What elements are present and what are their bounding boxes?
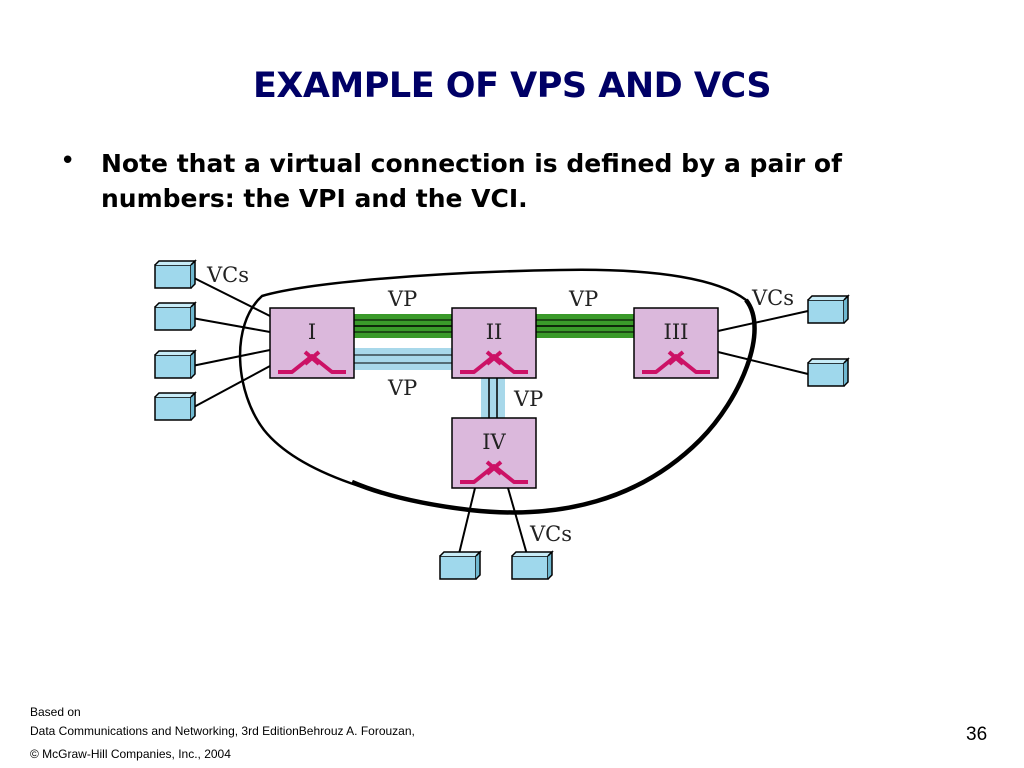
vcs-label: VCs <box>751 286 794 310</box>
vc-lines-bottom <box>457 487 529 559</box>
switch-label: IV <box>482 430 506 454</box>
switch-iii: III <box>633 307 719 379</box>
bullet-marker: • <box>60 146 76 176</box>
endpoint <box>154 259 197 289</box>
endpoint-group <box>154 259 850 580</box>
vp-path-i-ii <box>354 314 452 338</box>
endpoint <box>154 391 197 421</box>
switch-label: III <box>664 320 689 344</box>
footer-line-2: Data Communications and Networking, 3rd … <box>30 724 415 738</box>
bullet-text: Note that a virtual connection is define… <box>101 149 842 213</box>
vcs-label: VCs <box>206 263 249 287</box>
endpoint <box>807 294 850 324</box>
vp-path-ii-iv <box>481 378 505 418</box>
vp-label: VP <box>513 387 543 411</box>
switch-label: I <box>308 320 316 344</box>
switch-ii: II <box>451 307 537 379</box>
slide-title: EXAMPLE OF VPS AND VCS <box>252 66 772 106</box>
vc-lines-right <box>717 310 809 375</box>
switch-i: I <box>269 307 355 379</box>
switch-symbol-icon <box>278 350 346 374</box>
vp-path-ii-iii <box>536 314 634 338</box>
vp-label: VP <box>387 287 417 311</box>
vp-label: VP <box>387 376 417 400</box>
vc-lines-left <box>191 276 271 409</box>
switch-label: II <box>486 320 503 344</box>
endpoint <box>154 301 197 331</box>
vcs-label: VCs <box>529 522 572 546</box>
endpoint <box>439 550 482 580</box>
footer-line-1: Based on <box>30 705 81 719</box>
network-boundary-thick <box>351 298 757 515</box>
vp-path-i-ii-lower <box>354 348 452 370</box>
endpoint <box>511 550 554 580</box>
switch-symbol-icon <box>460 460 528 484</box>
footer-line-3: © McGraw-Hill Companies, Inc., 2004 <box>30 747 231 761</box>
switch-symbol-icon <box>460 350 528 374</box>
switch-iv: IV <box>451 417 537 489</box>
endpoint <box>154 349 197 379</box>
switch-symbol-icon <box>642 350 710 374</box>
endpoint <box>807 357 850 387</box>
vp-label: VP <box>568 287 598 311</box>
page-number: 36 <box>966 724 988 745</box>
